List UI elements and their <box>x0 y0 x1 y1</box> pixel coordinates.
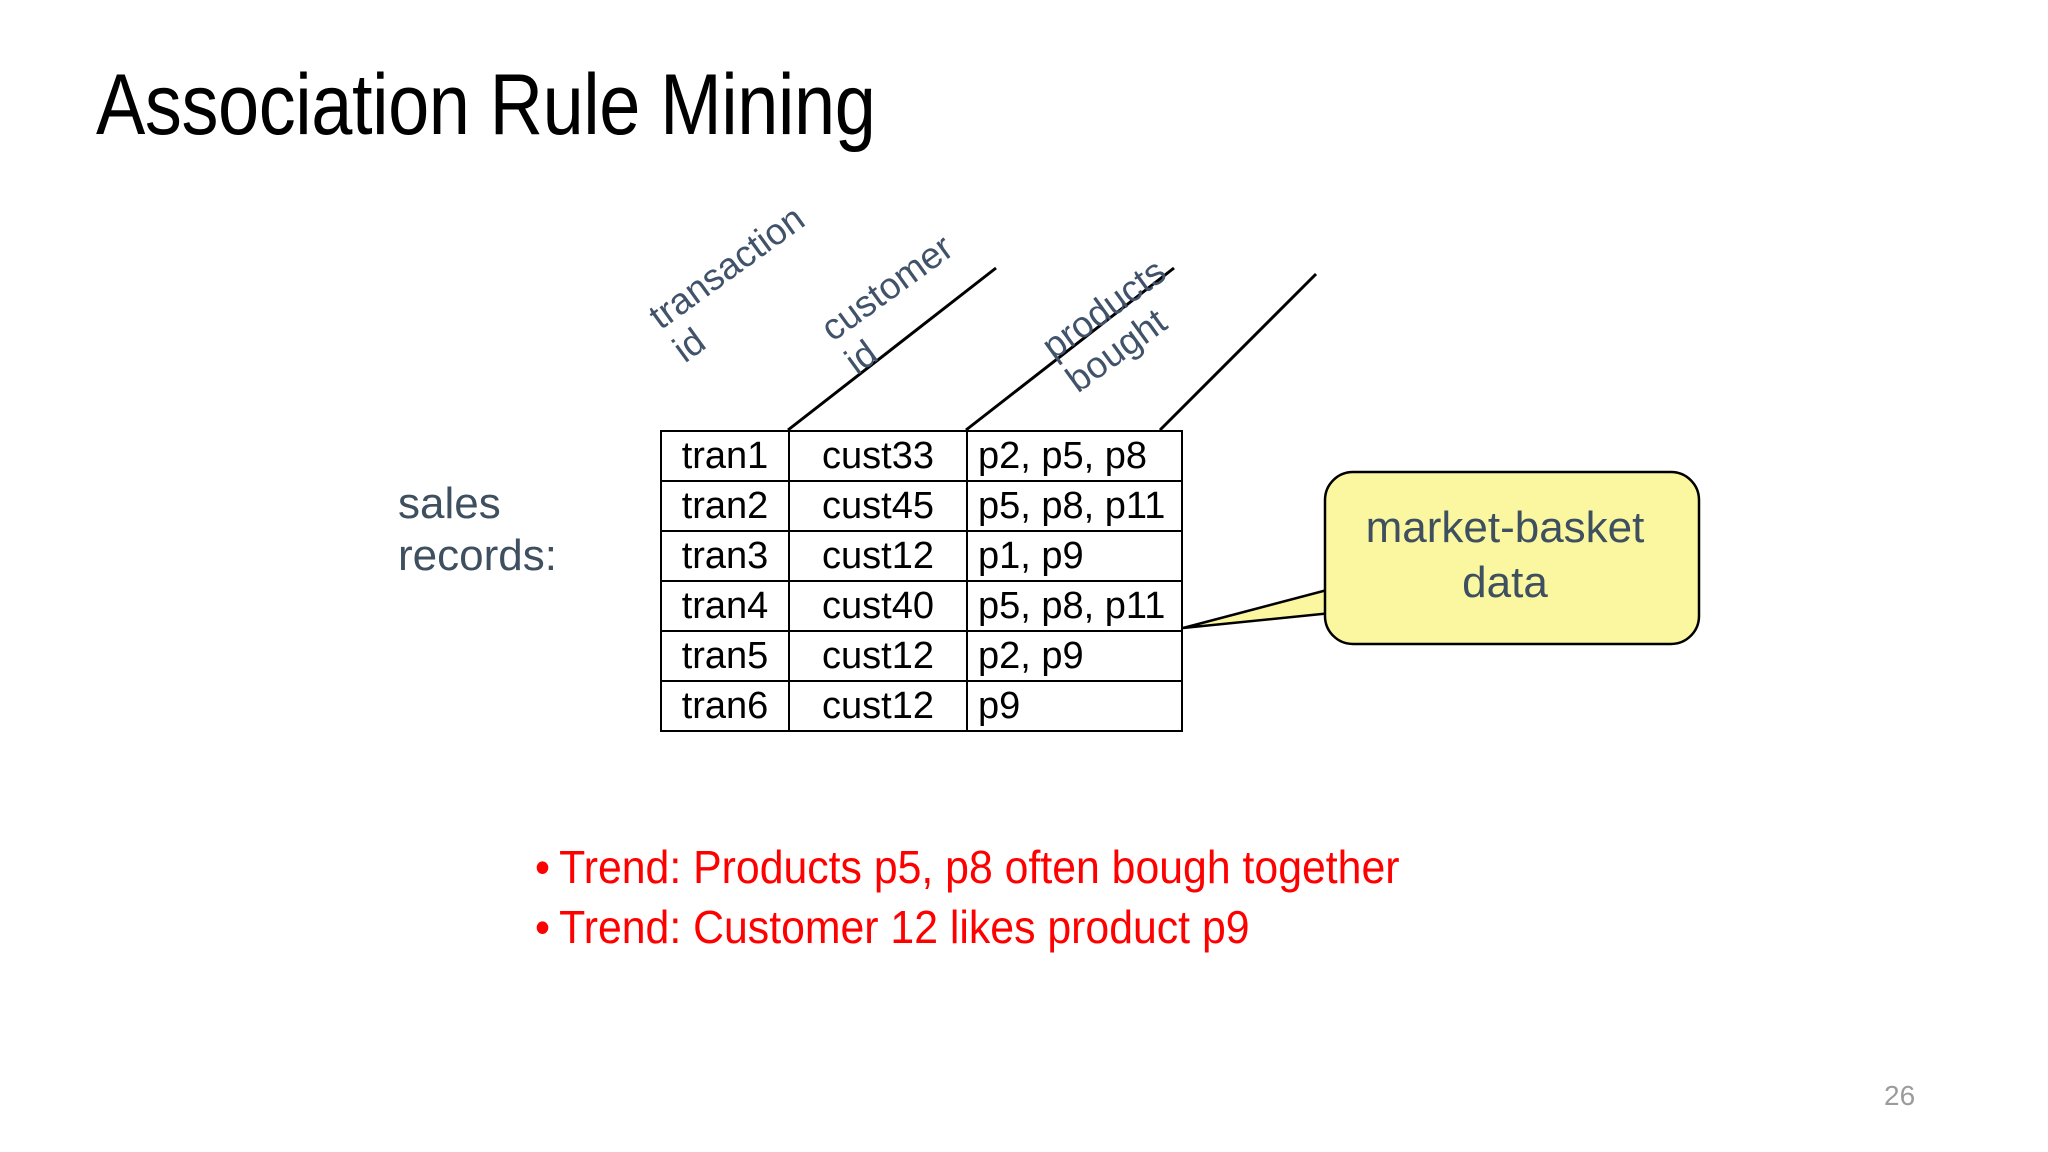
cell-transaction-id: tran3 <box>660 530 790 582</box>
cell-transaction-id: tran5 <box>660 630 790 682</box>
cell-products-bought: p2, p9 <box>966 630 1183 682</box>
trend-bullet-list: •Trend: Products p5, p8 often bough toge… <box>535 838 1465 958</box>
cell-products-bought: p5, p8, p11 <box>966 580 1183 632</box>
trend-bullet-text: Trend: Customer 12 likes product p9 <box>559 900 1250 953</box>
column-header-customer-id: customer id <box>813 226 961 383</box>
column-header-transaction-id: transaction id <box>641 197 812 371</box>
table-row: tran5 cust12 p2, p9 <box>660 630 1183 682</box>
callout-label: market-basket data <box>1365 503 1645 607</box>
trend-bullet-text: Trend: Products p5, p8 often bough toget… <box>559 841 1400 893</box>
cell-customer-id: cust45 <box>788 480 968 532</box>
cell-transaction-id: tran4 <box>660 580 790 632</box>
sales-records-label: sales records: <box>398 479 557 580</box>
cell-products-bought: p5, p8, p11 <box>966 480 1183 532</box>
sales-records-table: tran1 cust33 p2, p5, p8 tran2 cust45 p5,… <box>660 430 1183 732</box>
table-row: tran4 cust40 p5, p8, p11 <box>660 580 1183 632</box>
cell-transaction-id: tran6 <box>660 680 790 732</box>
table-row: tran3 cust12 p1, p9 <box>660 530 1183 582</box>
page-number: 26 <box>1884 1080 1916 1111</box>
column-header-products-bought: products bought <box>1034 250 1175 401</box>
cell-transaction-id: tran1 <box>660 430 790 482</box>
cell-products-bought: p1, p9 <box>966 530 1183 582</box>
cell-products-bought: p2, p5, p8 <box>966 430 1183 482</box>
cell-customer-id: cust12 <box>788 530 968 582</box>
cell-customer-id: cust12 <box>788 680 968 732</box>
cell-customer-id: cust40 <box>788 580 968 632</box>
bullet-icon: • <box>535 841 550 893</box>
cell-transaction-id: tran2 <box>660 480 790 532</box>
trend-bullet-item: •Trend: Products p5, p8 often bough toge… <box>535 838 1400 898</box>
table-row: tran1 cust33 p2, p5, p8 <box>660 430 1183 482</box>
page-title: Association Rule Mining <box>96 57 876 153</box>
table-row: tran6 cust12 p9 <box>660 680 1183 732</box>
table-row: tran2 cust45 p5, p8, p11 <box>660 480 1183 532</box>
bullet-icon: • <box>535 900 550 953</box>
trend-bullet-item: •Trend: Customer 12 likes product p9 <box>535 898 1400 958</box>
cell-customer-id: cust12 <box>788 630 968 682</box>
cell-customer-id: cust33 <box>788 430 968 482</box>
cell-products-bought: p9 <box>966 680 1183 732</box>
table-body: tran1 cust33 p2, p5, p8 tran2 cust45 p5,… <box>660 430 1183 732</box>
